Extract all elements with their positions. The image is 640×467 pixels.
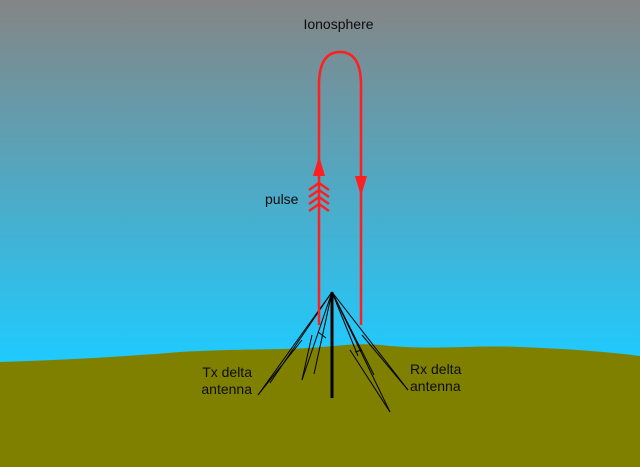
rx-label-line1: Rx delta [410, 361, 462, 377]
tx-wire [257, 339, 303, 396]
tx-antenna-label: Tx delta antenna [196, 364, 252, 398]
rx-label-line2: antenna [410, 378, 461, 394]
down-arrow-icon [355, 176, 367, 196]
rx-wire [354, 349, 363, 353]
rx-wire [349, 349, 391, 413]
antenna-array [257, 291, 409, 413]
signal-path [317, 50, 363, 325]
pulse-label: pulse [265, 191, 299, 207]
rx-wire [331, 291, 409, 391]
tx-label-line2: antenna [201, 381, 252, 397]
tx-wire [317, 331, 327, 339]
rx-wire [361, 334, 409, 391]
tx-wire [313, 291, 333, 375]
ground [0, 344, 640, 467]
pulse-chevrons-icon [308, 181, 330, 213]
tx-wire [301, 334, 313, 381]
ionosphere-label: Ionosphere [303, 16, 374, 32]
tx-wire [301, 291, 333, 381]
up-arrow-icon [313, 156, 325, 176]
rx-wire [331, 291, 359, 357]
rx-wire [331, 291, 375, 376]
rx-antenna-label: Rx delta antenna [410, 361, 461, 395]
tx-label-line1: Tx delta [202, 364, 252, 380]
